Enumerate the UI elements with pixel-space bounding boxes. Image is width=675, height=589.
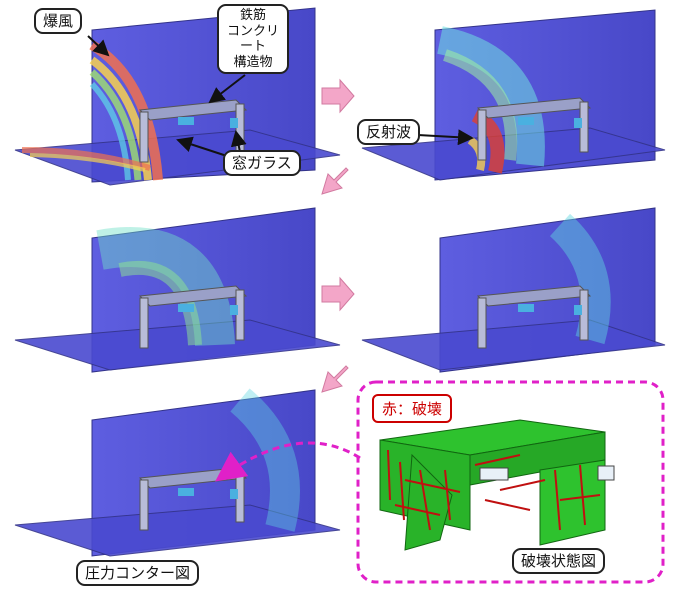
damage-frame	[356, 380, 665, 584]
flow-arrows	[321, 78, 355, 393]
structure-label-line2: コンクリート	[226, 23, 279, 55]
damage-legend: 赤：破壊	[372, 394, 453, 423]
link-arrow	[215, 441, 361, 482]
panel-4	[361, 207, 666, 373]
panel-2	[361, 9, 666, 181]
pressure-contour-label: 圧力コンター図	[76, 560, 200, 586]
blast-label: 爆風	[34, 8, 83, 34]
structure-label: 鉄筋 コンクリート 構造物	[217, 4, 289, 75]
ground-plane	[14, 129, 341, 186]
window-glass-label: 窓ガラス	[223, 150, 301, 176]
damage-model	[379, 419, 615, 551]
panel-5	[14, 388, 341, 557]
structure-label-line1: 鉄筋	[239, 8, 266, 23]
structure-label-line3: 構造物	[233, 54, 273, 70]
damage-state-label: 破壊状態図	[512, 548, 606, 574]
reflected-wave-label: 反射波	[357, 119, 421, 145]
panel-3	[14, 207, 341, 373]
